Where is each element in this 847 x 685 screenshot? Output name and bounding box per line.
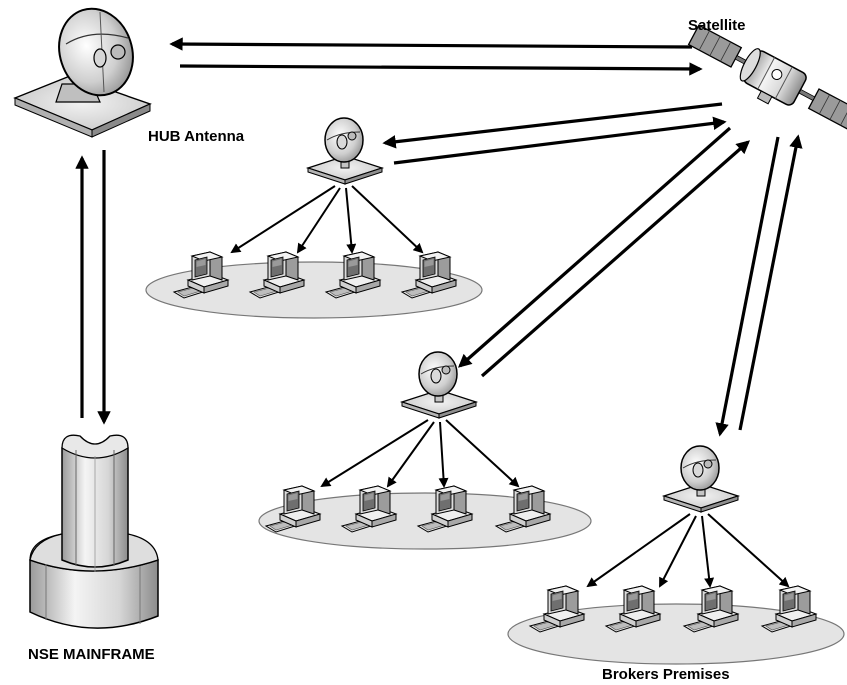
- arrow-group2-to-satellite: [480, 140, 751, 378]
- vsat-dish-icon: [663, 445, 739, 513]
- link-hub-mainframe: [75, 150, 111, 425]
- dish-to-pc-links: [320, 419, 520, 488]
- arrow-satellite-to-group3: [715, 136, 780, 437]
- hub-antenna-label: HUB Antenna: [148, 128, 245, 145]
- link-satellite-group1: [382, 102, 727, 165]
- lan-platform: [145, 261, 483, 319]
- brokers-premises-label: Brokers Premises: [602, 666, 730, 683]
- link-satellite-hub: [169, 37, 703, 76]
- arrow-group1-to-satellite: [393, 116, 727, 165]
- arrow-group3-to-satellite: [738, 134, 803, 431]
- lan-platform: [507, 603, 845, 665]
- lan-platform: [258, 492, 592, 550]
- vsat-group-2: [258, 351, 592, 550]
- mainframe-label: NSE MAINFRAME: [28, 646, 155, 663]
- mainframe-tower-icon: [29, 434, 159, 629]
- vsat-group-3: [507, 445, 845, 665]
- arrow-hub-to-satellite: [179, 62, 703, 76]
- dish-to-pc-links: [586, 513, 790, 588]
- arrow-satellite-to-group2: [457, 126, 732, 368]
- arrow-satellite-to-hub: [169, 37, 693, 51]
- link-satellite-group2: [457, 126, 751, 378]
- dish-to-pc-links: [230, 185, 424, 254]
- satellite-dish-icon: [13, 7, 152, 138]
- arrow-satellite-to-group1: [382, 102, 723, 149]
- satellite-label: Satellite: [688, 17, 746, 34]
- link-satellite-group3: [715, 134, 803, 437]
- vsat-dish-icon: [307, 117, 383, 185]
- vsat-group-1: [145, 117, 483, 319]
- satellite-icon: [687, 24, 847, 132]
